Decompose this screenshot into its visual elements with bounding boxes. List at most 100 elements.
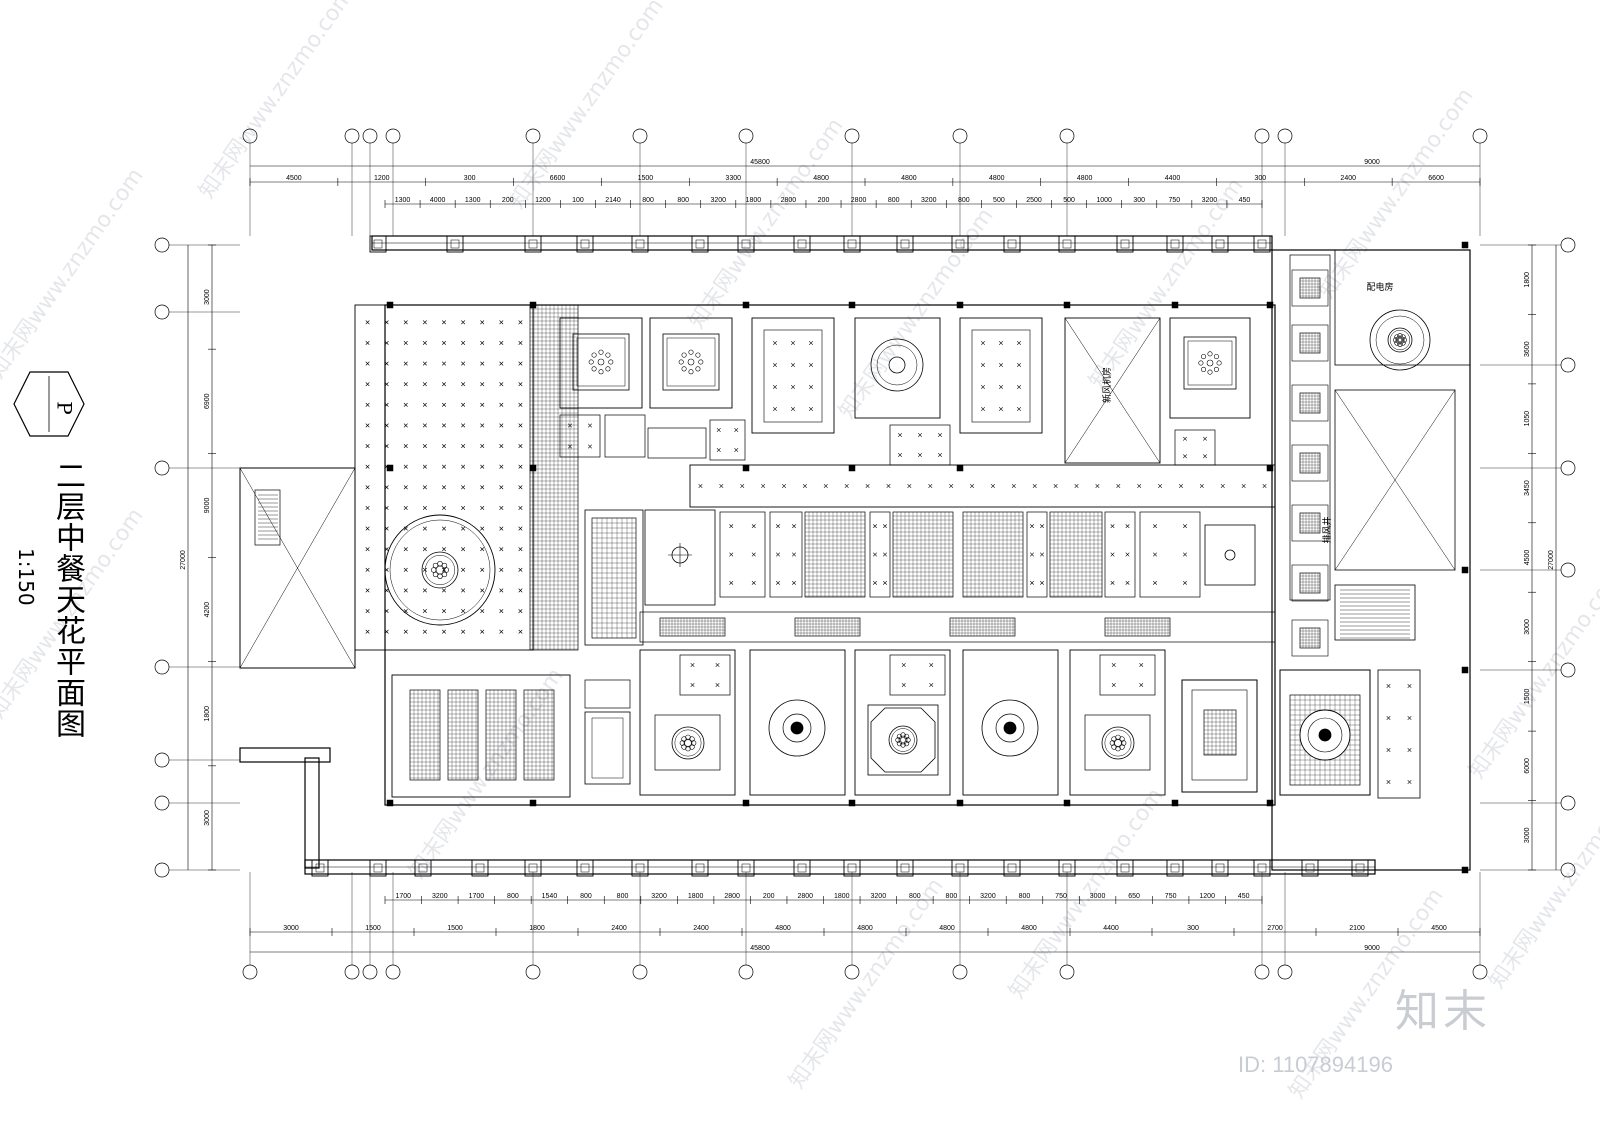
- west-hall-light: [480, 464, 485, 469]
- structural-column: [1266, 301, 1274, 309]
- dim-top-row2-label: 800: [642, 197, 654, 204]
- dim-right-label: 3000: [1524, 619, 1531, 635]
- north-room-3-light: [772, 384, 778, 390]
- west-hall-light: [441, 629, 447, 634]
- south-room-3-rosette-petal: [900, 732, 906, 738]
- east-shaft-cell: [1291, 444, 1329, 482]
- south-room-4-center: [1003, 721, 1017, 735]
- north-room: [649, 317, 733, 409]
- central-corridor-light: [1053, 483, 1058, 489]
- badge-letter: P: [52, 401, 77, 415]
- north-room-3-light: [808, 406, 814, 412]
- facade-column-north: [843, 235, 861, 253]
- dim-left-label: 1800: [204, 706, 211, 722]
- south-room-3-rosette-center: [898, 735, 908, 745]
- watermark-site-text: 知末网www.znzmo.com: [784, 874, 948, 1094]
- west-hall-light: [499, 567, 504, 572]
- east-ceiling-rosette-ring-inner: [1389, 329, 1411, 351]
- central-corridor-light: [761, 483, 766, 489]
- stair-hall-diag: [239, 467, 356, 669]
- east-shaft-cell: [1291, 324, 1329, 362]
- south-room-5-tray: [1084, 714, 1151, 771]
- facade-column-south: [471, 859, 489, 877]
- west-hall-light: [403, 382, 408, 387]
- north-room-2-medallion-petal: [678, 359, 684, 365]
- north-room-1-medallion-petal: [598, 349, 604, 355]
- south-room-3-rosette-petal: [896, 740, 903, 747]
- north-room-4-ring-inner: [876, 344, 918, 386]
- west-hall-light: [384, 505, 389, 510]
- central-corridor-light: [1011, 483, 1016, 489]
- dim-top-row1-label: 4500: [286, 175, 302, 182]
- west-hall-light: [499, 629, 504, 634]
- west-hall-light: [403, 423, 408, 428]
- north-room-3-light: [772, 406, 778, 412]
- dim-top-row1-label: 3300: [725, 175, 741, 182]
- north-room-5-light: [980, 406, 986, 412]
- dim-top-row2-label: 2500: [1026, 197, 1042, 204]
- north-service-light: [567, 423, 573, 428]
- grid-bubble-left: [154, 659, 170, 675]
- north-room-5-light: [980, 384, 986, 390]
- drawing-title: 二层中餐天花平面图: [50, 460, 85, 739]
- middle-cell-light: [791, 552, 797, 557]
- facade-column-south: [896, 859, 914, 877]
- south-room-3-rosette-petal: [903, 733, 910, 740]
- facade-column-south: [1058, 859, 1076, 877]
- dim-top-row2-label: 750: [1168, 197, 1180, 204]
- watermark-site-text: 知末网www.znzmo.com: [194, 0, 358, 203]
- west-hall-light: [403, 485, 408, 490]
- facade-column-north-core: [955, 239, 965, 249]
- west-hall-light: [480, 485, 485, 490]
- north-room-3-light: [790, 384, 796, 390]
- north-service-light: [567, 444, 573, 449]
- facade-column-south-core: [1215, 863, 1225, 873]
- west-hall-light: [441, 485, 447, 490]
- north-service-light: [734, 427, 739, 433]
- north-service-light: [1182, 436, 1188, 441]
- room-label: 新风机房: [1101, 367, 1113, 403]
- drawing-scale: 1:150: [14, 548, 38, 606]
- grid-bubble-left: [154, 862, 170, 878]
- grid-bubble-top: [1059, 128, 1075, 144]
- dim-top-row2-label: 200: [502, 197, 514, 204]
- west-hall-light: [384, 340, 389, 345]
- grid-bubble-bottom: [525, 964, 541, 980]
- drawing-badge-hexagon: [13, 371, 85, 437]
- west-hall-light: [384, 444, 389, 449]
- west-hall-light: [422, 340, 427, 345]
- north-service-light: [587, 444, 593, 449]
- middle-cell-light: [1039, 580, 1045, 585]
- north-room-2-medallion-petal: [688, 349, 694, 355]
- middle-cell: [1026, 511, 1048, 598]
- north-room-1-medallion-petal: [588, 359, 594, 365]
- facade-column-north: [1058, 235, 1076, 253]
- south-small-cell: [584, 679, 631, 709]
- facade-column-north-core: [1007, 239, 1017, 249]
- west-hall-light: [499, 361, 504, 366]
- south-room-cell: [679, 654, 731, 696]
- east-stair: [1334, 584, 1416, 641]
- middle-cell-light: [872, 524, 878, 529]
- north-room-5-light: [1016, 406, 1022, 412]
- grid-bubble-right: [1560, 460, 1576, 476]
- west-hall-light: [365, 609, 370, 614]
- east-block-outline: [1271, 249, 1471, 871]
- dim-bottom-row1-label: 4800: [1021, 925, 1037, 932]
- dim-top-row1-label: 4400: [1165, 175, 1181, 182]
- middle-cell-light: [1125, 552, 1130, 557]
- east-ceiling-rosette-petal: [1397, 333, 1403, 339]
- facade-column-south-core: [1355, 863, 1365, 873]
- east-ceiling-rosette-petal: [1401, 337, 1407, 343]
- grid-bubble-top: [632, 128, 648, 144]
- grid-bubble-bottom: [385, 964, 401, 980]
- structural-column: [1266, 799, 1274, 807]
- west-hall-light: [480, 402, 485, 407]
- middle-cell-light: [729, 580, 734, 585]
- north-room-1-medallion-petal: [591, 366, 597, 372]
- east-ceiling-rosette-petal: [1394, 334, 1400, 340]
- east-ceiling-ring-inner: [1375, 315, 1425, 365]
- west-hall-light: [422, 485, 427, 490]
- facade-column-south-core: [1170, 863, 1180, 873]
